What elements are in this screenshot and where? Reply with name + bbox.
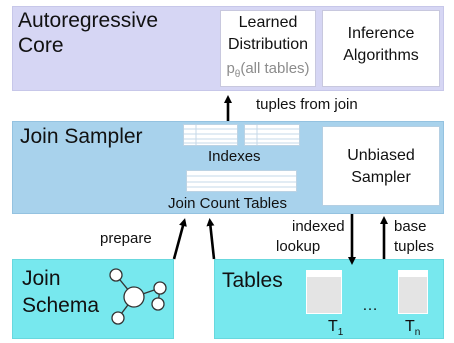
indexes-label: Indexes	[208, 148, 261, 165]
join-sampler-title: Join Sampler	[20, 125, 143, 148]
autoregressive-core-title: Autoregressive Core	[18, 8, 158, 58]
indexed-label: indexed	[292, 218, 345, 235]
table-card-headers	[307, 271, 427, 277]
join-schema-block	[12, 259, 174, 339]
index-table-stripes	[184, 125, 299, 188]
table-label-last-letter: T	[405, 318, 415, 335]
tables-ellipsis: …	[362, 297, 378, 314]
table-label-first: T1	[328, 318, 343, 338]
tables-title: Tables	[222, 269, 283, 292]
table-card-last	[398, 270, 428, 314]
table-card-first	[306, 270, 342, 314]
learned-distribution-line1: Learned	[238, 14, 298, 31]
join-count-tables-label: Join Count Tables	[168, 195, 287, 212]
join-schema-line1: Join	[22, 267, 61, 290]
formula-suffix: (all tables)	[240, 60, 310, 77]
lookup-label: lookup	[276, 238, 321, 255]
prepare-label: prepare	[100, 230, 152, 247]
inference-algorithms-line2: Algorithms	[343, 47, 419, 64]
learned-distribution-box	[220, 10, 316, 87]
inference-algorithms-box	[322, 10, 440, 87]
schema-graph-icon	[109, 268, 167, 325]
table-label-last: Tn	[405, 318, 420, 338]
unbiased-sampler-box	[322, 126, 440, 206]
unbiased-sampler-line2: Sampler	[351, 169, 411, 186]
inference-algorithms-line1: Inference	[347, 25, 415, 42]
formula-theta: θ	[234, 69, 241, 80]
formula-p: p	[226, 60, 235, 77]
base-label: base	[394, 218, 427, 235]
join-schema-line2: Schema	[22, 294, 100, 317]
table-label-first-sub: 1	[337, 327, 344, 339]
learned-distribution-line2: Distribution	[227, 36, 309, 53]
core-title-line2: Core	[18, 34, 64, 57]
tuples-from-join-label: tuples from join	[256, 96, 358, 113]
core-title-line1: Autoregressive	[18, 9, 159, 32]
table-label-first-letter: T	[328, 318, 338, 335]
table-label-last-sub: n	[414, 327, 421, 339]
arrow-prepare-left	[172, 218, 187, 260]
base-tuples-label: tuples	[394, 238, 435, 255]
unbiased-sampler-line1: Unbiased	[347, 147, 415, 164]
arrow-prepare-right	[206, 218, 216, 260]
learned-distribution-formula: pθ(all tables)	[220, 60, 316, 80]
